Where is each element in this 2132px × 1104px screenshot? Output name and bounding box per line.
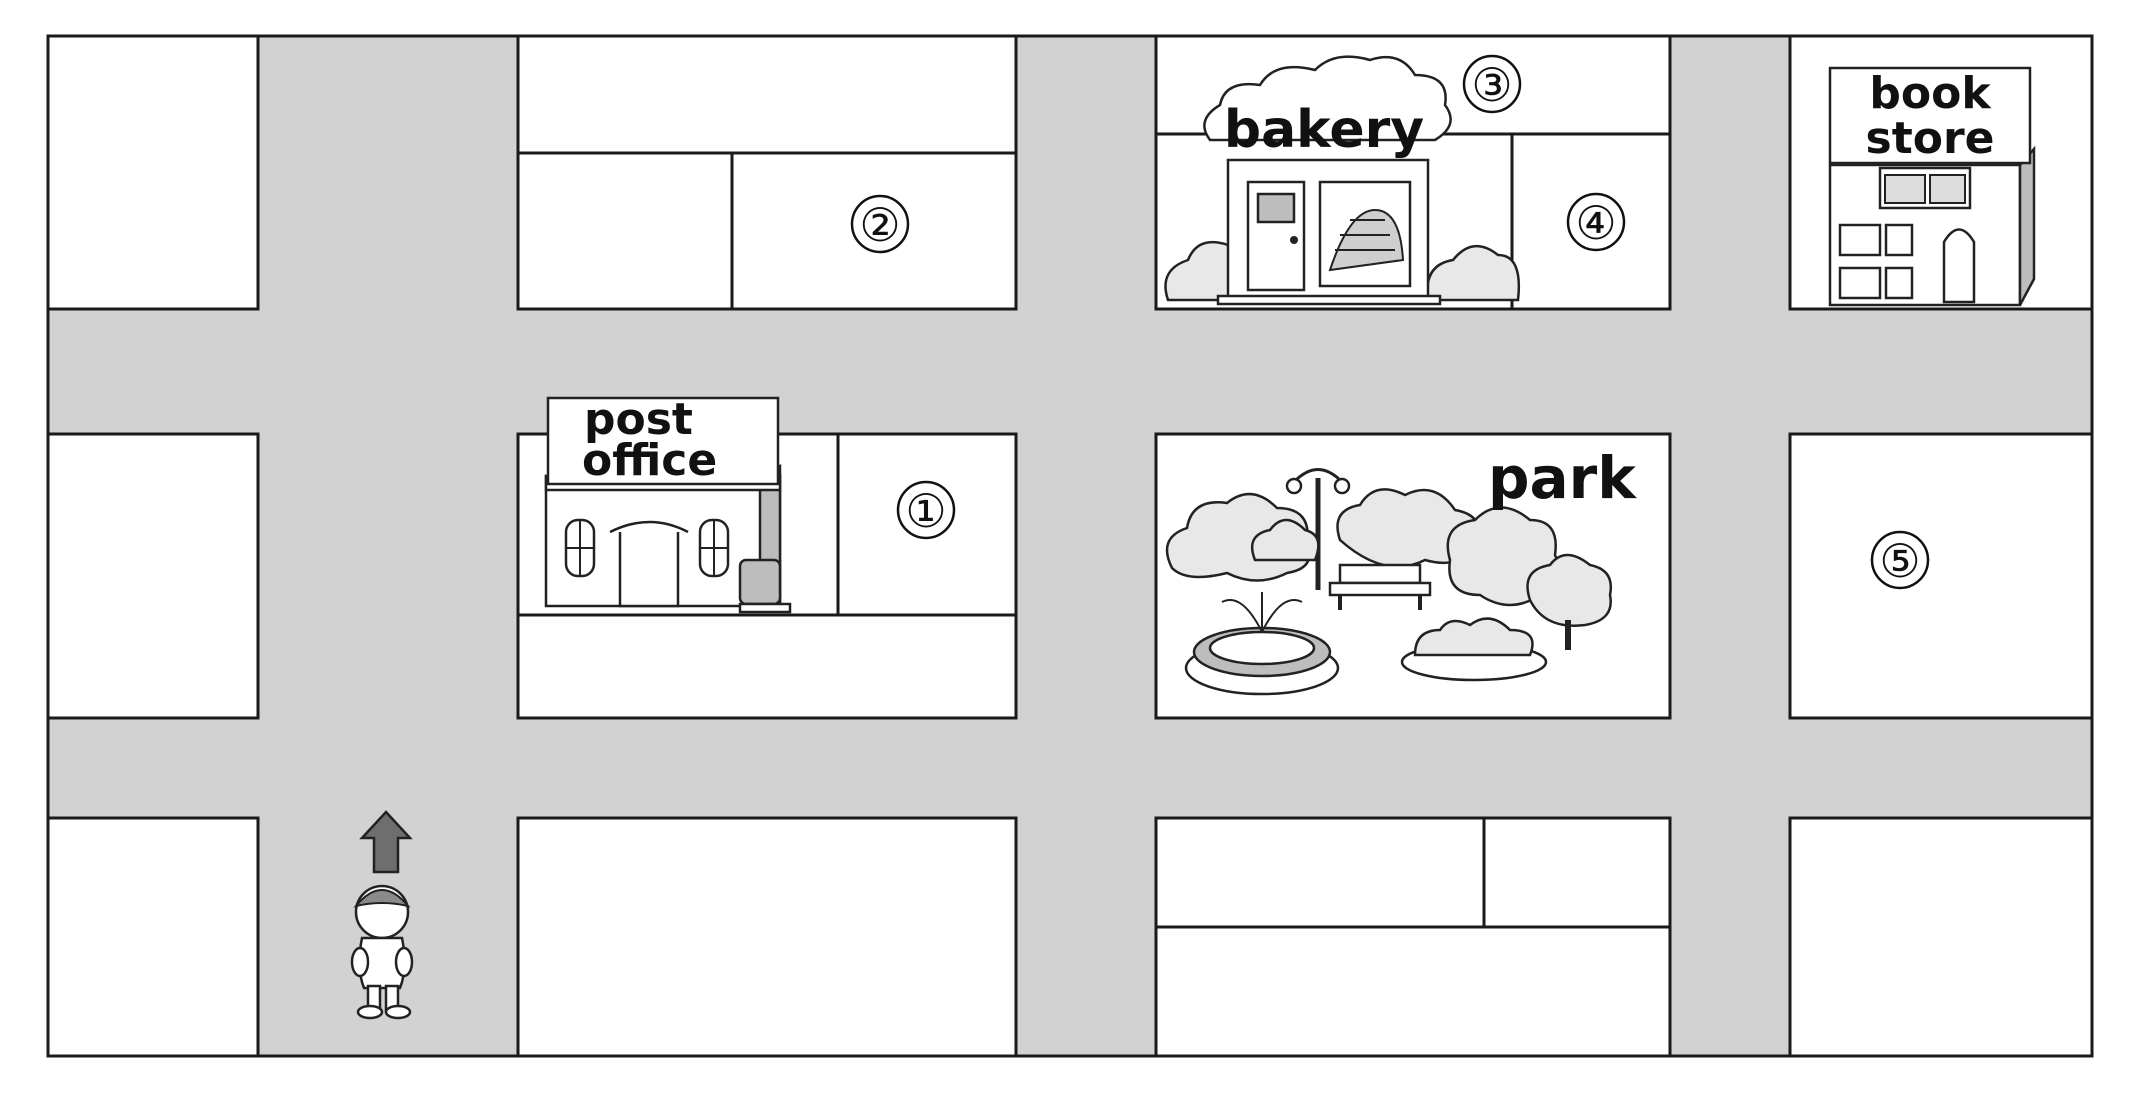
svg-text:③: ③ <box>1471 58 1512 112</box>
book-store-label-line1: book <box>1869 68 1992 119</box>
block-r2-c4 <box>1788 432 2094 720</box>
block-r3-c1 <box>46 816 260 1058</box>
svg-text:④: ④ <box>1575 196 1616 250</box>
post-office-label-line1: post <box>584 394 693 445</box>
marker-2: ② <box>850 194 910 254</box>
book-store-label-line2: store <box>1866 113 1995 164</box>
block-r1-c2 <box>516 34 1018 311</box>
block-r1-c1 <box>46 34 260 311</box>
post-office-label-line2: office <box>582 435 717 486</box>
bakery-label: bakery <box>1224 100 1424 160</box>
post-office-building <box>544 396 792 614</box>
block-r3-c4 <box>1788 816 2094 1058</box>
book-store-building <box>1828 66 2036 307</box>
arrow-up-icon <box>359 810 413 874</box>
road-area <box>48 36 2092 1056</box>
park-label: park <box>1488 444 1637 512</box>
marker-5: ⑤ <box>1870 530 1930 590</box>
marker-4: ④ <box>1566 192 1626 252</box>
marker-1: ① <box>896 480 956 540</box>
block-r3-c3 <box>1154 816 1672 1058</box>
block-r2-c1 <box>46 432 260 720</box>
svg-text:⑤: ⑤ <box>1879 534 1920 588</box>
svg-text:①: ① <box>905 484 946 538</box>
block-r3-c2 <box>516 816 1018 1058</box>
marker-3: ③ <box>1462 54 1522 114</box>
person-icon <box>350 884 414 1020</box>
bakery-building <box>1164 55 1521 306</box>
park-illustration <box>1165 468 1613 696</box>
map-frame <box>46 34 2094 1058</box>
svg-text:②: ② <box>859 198 900 252</box>
